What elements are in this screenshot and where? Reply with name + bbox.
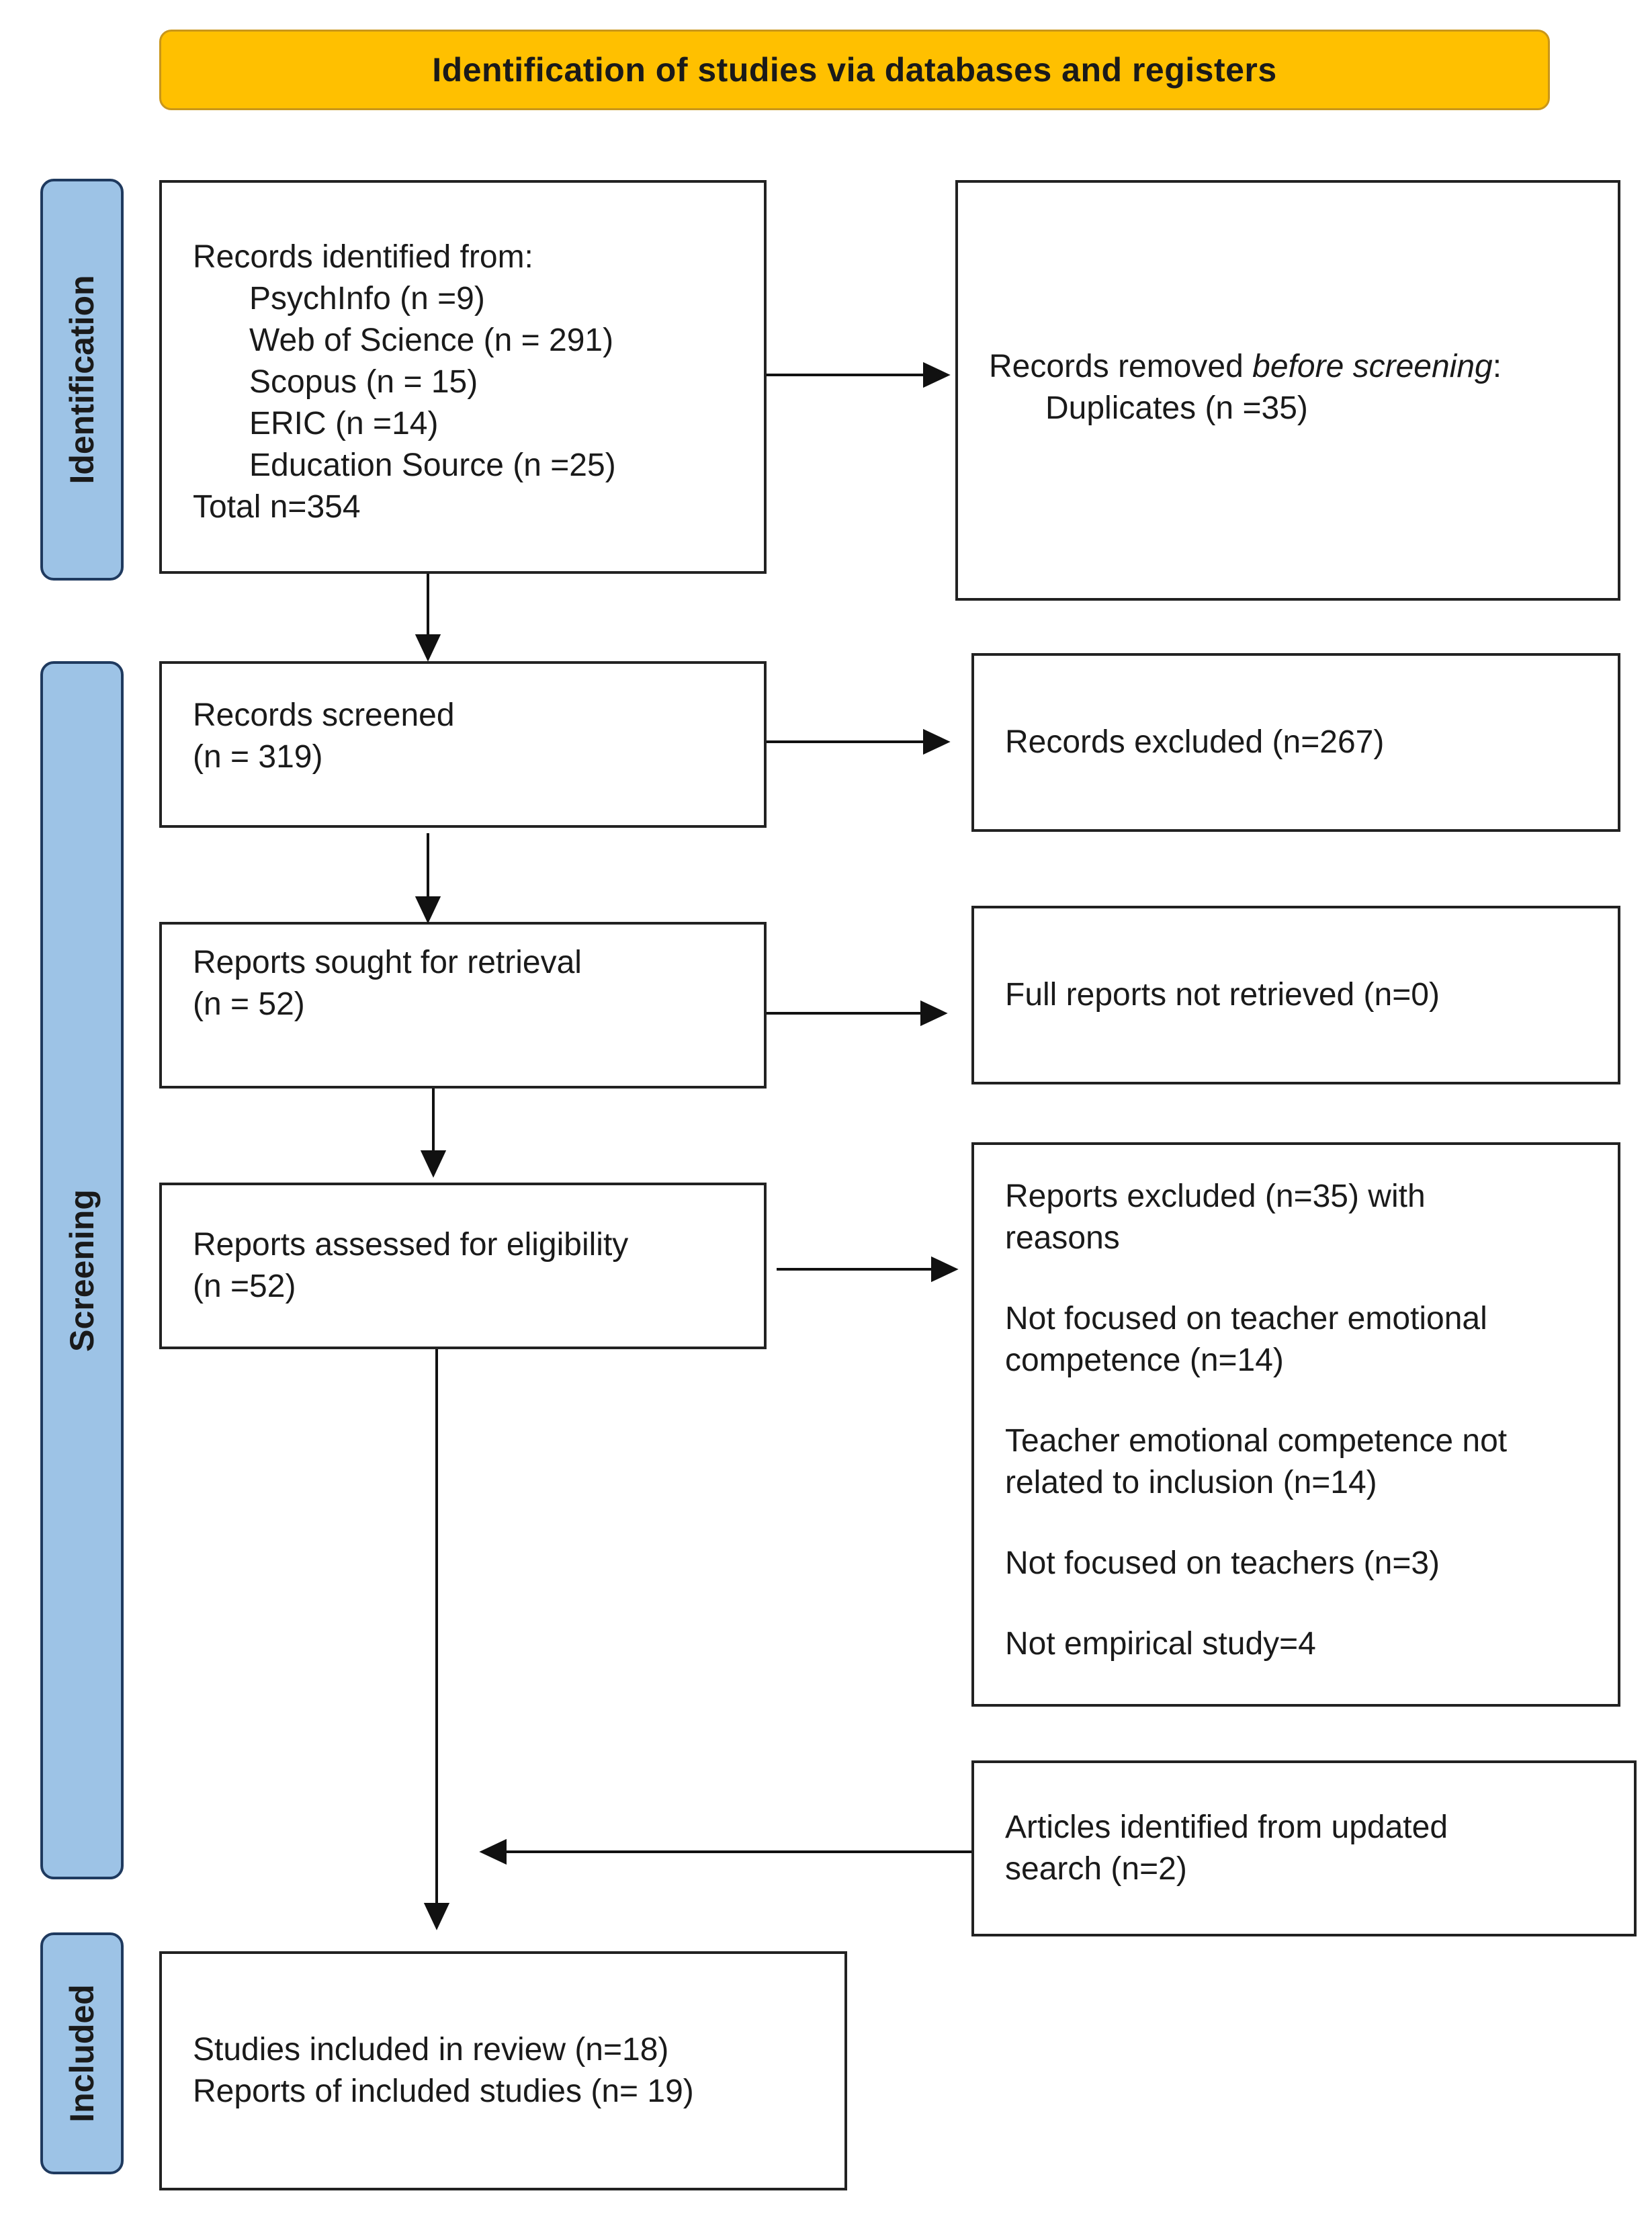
records-excluded-label: Records excluded (n=267) bbox=[1005, 724, 1385, 760]
phase-identification: Identification bbox=[40, 179, 124, 581]
updated-search-line: search (n=2) bbox=[1005, 1851, 1187, 1887]
records-identified-box: Records identified from: PsychInfo (n =9… bbox=[159, 180, 767, 574]
records-screened-box: Records screened (n = 319) bbox=[159, 661, 767, 828]
reports-sought-box: Reports sought for retrieval (n = 52) bbox=[159, 922, 767, 1089]
records-screened-label: Records screened bbox=[193, 697, 455, 733]
source-scopus: Scopus (n = 15) bbox=[249, 364, 478, 400]
included-box: Studies included in review (n=18) Report… bbox=[159, 1951, 847, 2190]
header-title: Identification of studies via databases … bbox=[432, 51, 1277, 89]
reports-assessed-count: (n =52) bbox=[193, 1269, 296, 1304]
records-removed-box: Records removed before screening: Duplic… bbox=[955, 180, 1620, 601]
records-removed-duplicates: Duplicates (n =35) bbox=[1045, 390, 1308, 426]
exclusion-reason: Not empirical study=4 bbox=[1005, 1626, 1316, 1662]
source-psychinfo: PsychInfo (n =9) bbox=[249, 281, 485, 316]
source-web-of-science: Web of Science (n = 291) bbox=[249, 323, 614, 358]
included-reports: Reports of included studies (n= 19) bbox=[193, 2074, 694, 2109]
source-education-source: Education Source (n =25) bbox=[249, 447, 616, 483]
reports-sought-label: Reports sought for retrieval bbox=[193, 945, 582, 980]
phase-included: Included bbox=[40, 1932, 124, 2174]
reports-assessed-label: Reports assessed for eligibility bbox=[193, 1227, 629, 1263]
records-identified-heading: Records identified from: bbox=[193, 239, 533, 275]
records-screened-count: (n = 319) bbox=[193, 739, 323, 775]
not-retrieved-box: Full reports not retrieved (n=0) bbox=[971, 906, 1620, 1084]
records-excluded-box: Records excluded (n=267) bbox=[971, 653, 1620, 832]
not-retrieved-label: Full reports not retrieved (n=0) bbox=[1005, 977, 1440, 1013]
reports-sought-count: (n = 52) bbox=[193, 986, 305, 1022]
phase-screening: Screening bbox=[40, 661, 124, 1879]
updated-search-line: Articles identified from updated bbox=[1005, 1809, 1448, 1845]
updated-search-box: Articles identified from updated search … bbox=[971, 1760, 1637, 1936]
included-studies: Studies included in review (n=18) bbox=[193, 2032, 669, 2067]
records-identified-total: Total n=354 bbox=[193, 489, 361, 525]
exclusion-reason: Not focused on teachers (n=3) bbox=[1005, 1545, 1440, 1581]
reports-assessed-box: Reports assessed for eligibility (n =52) bbox=[159, 1183, 767, 1349]
records-removed-label: Records removed before screening: bbox=[989, 349, 1502, 384]
records-removed-emphasis: before screening bbox=[1252, 349, 1493, 384]
source-eric: ERIC (n =14) bbox=[249, 406, 439, 441]
header-banner: Identification of studies via databases … bbox=[159, 30, 1550, 110]
